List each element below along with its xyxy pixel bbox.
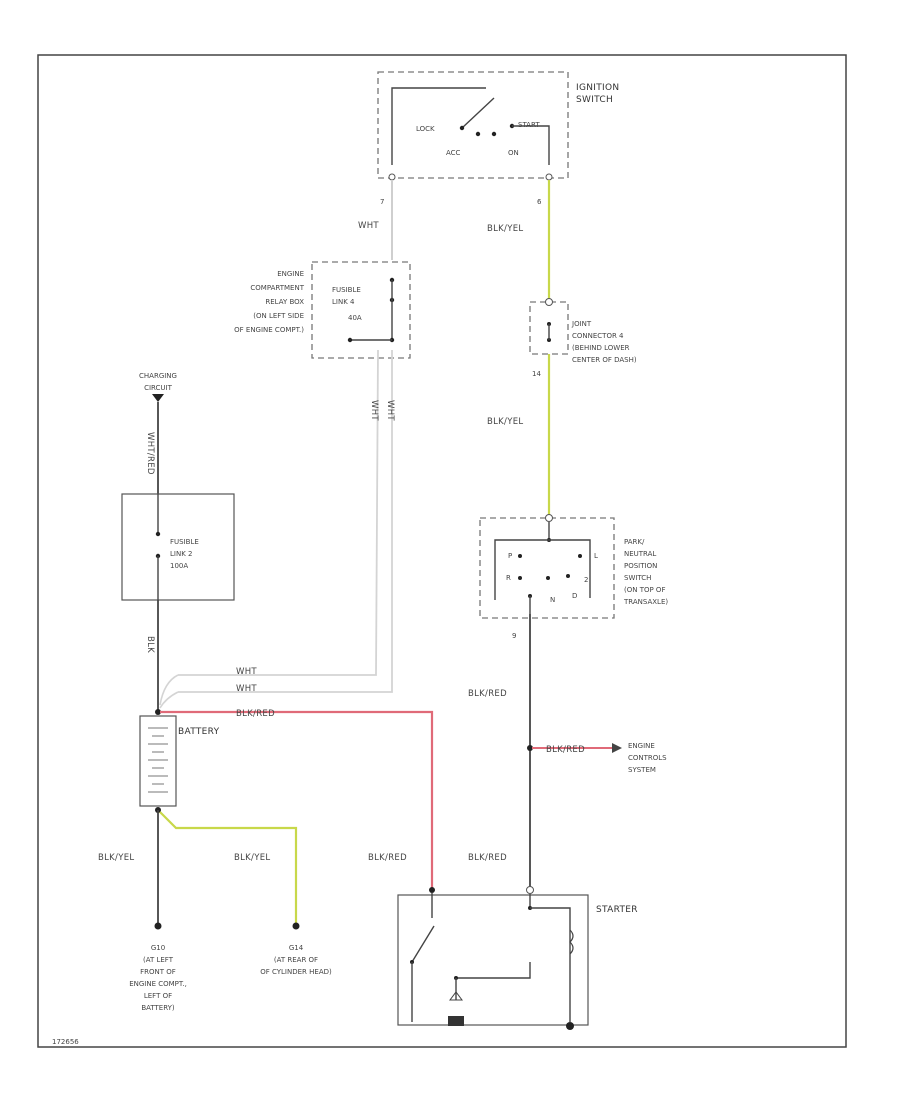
svg-text:G14: G14	[289, 944, 304, 952]
label-joint-line1: JOINT	[571, 320, 592, 328]
label-engine-controls-line2: CONTROLS	[628, 754, 667, 762]
wire-relay-feed-a	[178, 349, 379, 676]
label-fusible2-line1: FUSIBLE	[170, 538, 199, 546]
label-relay-line3: RELAY BOX	[265, 298, 304, 306]
label-fusible2-line3: 100A	[170, 562, 188, 570]
label-starter: STARTER	[596, 905, 638, 915]
pin-joint: 14	[532, 370, 541, 378]
pnp-pos-r: R	[506, 574, 511, 582]
label-relay-line5: OF ENGINE COMPT.)	[234, 326, 304, 334]
label-fusible4-line3: 40A	[348, 314, 362, 322]
wire-label-batt-to-starter: BLK/RED	[236, 709, 275, 719]
pin-ignition-left: 7	[380, 198, 384, 206]
label-engine-controls-line3: SYSTEM	[628, 766, 656, 774]
pnp-pos-n: N	[550, 596, 555, 604]
label-ignition-line2: SWITCH	[576, 95, 613, 105]
label-relay-line2: COMPARTMENT	[250, 284, 304, 292]
wire-label-engine-controls-tap: BLK/RED	[546, 745, 585, 755]
pnp-pos-2: 2	[584, 576, 588, 584]
label-joint-line2: CONNECTOR 4	[572, 332, 624, 340]
wire-ground-g14	[159, 811, 298, 924]
label-pnp-line1: PARK/	[624, 538, 645, 546]
label-acc: ACC	[446, 149, 461, 157]
wire-label-relay-feed-a: WHT	[369, 400, 379, 421]
wire-label-ground-g14: BLK/YEL	[234, 853, 270, 863]
fusible-link-2: FUSIBLE LINK 2 100A	[121, 493, 235, 601]
label-fusible2-line2: LINK 2	[170, 550, 192, 558]
svg-text:LEFT OF: LEFT OF	[144, 992, 172, 1000]
label-joint-line4: CENTER OF DASH)	[572, 356, 637, 364]
label-pnp-line4: SWITCH	[624, 574, 651, 582]
label-relay-line4: (ON LEFT SIDE	[253, 312, 304, 320]
battery: BATTERY	[139, 709, 220, 813]
starter: STARTER	[397, 886, 638, 1030]
ground-g14-label: G14 (AT REAR OF OF CYLINDER HEAD)	[260, 944, 332, 976]
wire-batt-to-starter	[160, 710, 434, 888]
wire-label-starter-right: BLK/RED	[468, 853, 507, 863]
joint-connector: JOINT CONNECTOR 4 (BEHIND LOWER CENTER O…	[529, 298, 637, 378]
svg-text:G10: G10	[151, 944, 165, 952]
wire-label-relay-feed-b: WHT	[385, 400, 395, 421]
label-fusible4-line1: FUSIBLE	[332, 286, 361, 294]
label-start: START	[518, 121, 540, 129]
footer-code: 172656	[52, 1038, 79, 1046]
label-ignition-line1: IGNITION	[576, 83, 619, 93]
pnp-pos-l: L	[594, 552, 598, 560]
label-charging-line1: CHARGING	[139, 372, 177, 380]
wire-label-ign-to-joint: BLK/YEL	[487, 224, 523, 234]
pnp-pos-p: P	[508, 552, 512, 560]
label-charging-line2: CIRCUIT	[144, 384, 173, 392]
label-pnp-line2: NEUTRAL	[624, 550, 656, 558]
pin-ignition-right: 6	[537, 198, 542, 206]
wire-label-fusible-to-batt: BLK	[145, 636, 155, 653]
label-engine-controls-line1: ENGINE	[628, 742, 655, 750]
label-pnp-line6: TRANSAXLE)	[623, 598, 668, 606]
label-lock: LOCK	[416, 125, 435, 133]
wire-label-ground-g10: BLK/YEL	[98, 853, 134, 863]
svg-text:ENGINE COMPT.,: ENGINE COMPT.,	[129, 980, 187, 988]
wire-label-batt-wht-b: WHT	[236, 684, 257, 694]
svg-text:OF CYLINDER HEAD): OF CYLINDER HEAD)	[260, 968, 332, 976]
pnp-pos-d: D	[572, 592, 577, 600]
diagram-frame	[37, 54, 847, 1048]
charging-circuit: CHARGING CIRCUIT	[139, 372, 177, 402]
label-relay-line1: ENGINE	[277, 270, 304, 278]
wire-relay-feed-b	[178, 350, 393, 693]
label-fusible4-line2: LINK 4	[332, 298, 355, 306]
svg-text:FRONT OF: FRONT OF	[140, 968, 176, 976]
svg-text:BATTERY): BATTERY)	[141, 1004, 175, 1012]
svg-text:(AT REAR OF: (AT REAR OF	[274, 956, 318, 964]
wire-label-pnp-to-starter: BLK/RED	[468, 689, 507, 699]
pin-pnp: 9	[512, 632, 516, 640]
wire-label-starter-left: BLK/RED	[368, 853, 407, 863]
label-joint-line3: (BEHIND LOWER	[572, 344, 630, 352]
wire-label-ign-feed: WHT	[358, 221, 379, 231]
park-neutral-position-switch: P L R N D 2 PARK/ NEUTRAL POSITION SWITC…	[479, 514, 668, 640]
svg-text:(AT LEFT: (AT LEFT	[143, 956, 174, 964]
ignition-switch: LOCK START ACC ON IGNITION SWITCH 7 6	[377, 71, 619, 206]
label-pnp-line3: POSITION	[624, 562, 657, 570]
wire-label-batt-wht-a: WHT	[236, 667, 257, 677]
label-pnp-line5: (ON TOP OF	[624, 586, 665, 594]
wire-label-joint-to-pnp: BLK/YEL	[487, 417, 523, 427]
label-battery: BATTERY	[178, 727, 220, 737]
wire-label-charging-feed: WHT/RED	[145, 432, 155, 475]
engine-relay-box: FUSIBLE LINK 4 40A ENGINE COMPARTMENT RE…	[234, 261, 411, 359]
label-on: ON	[508, 149, 519, 157]
ground-g10-label: G10 (AT LEFT FRONT OF ENGINE COMPT., LEF…	[129, 944, 187, 1012]
